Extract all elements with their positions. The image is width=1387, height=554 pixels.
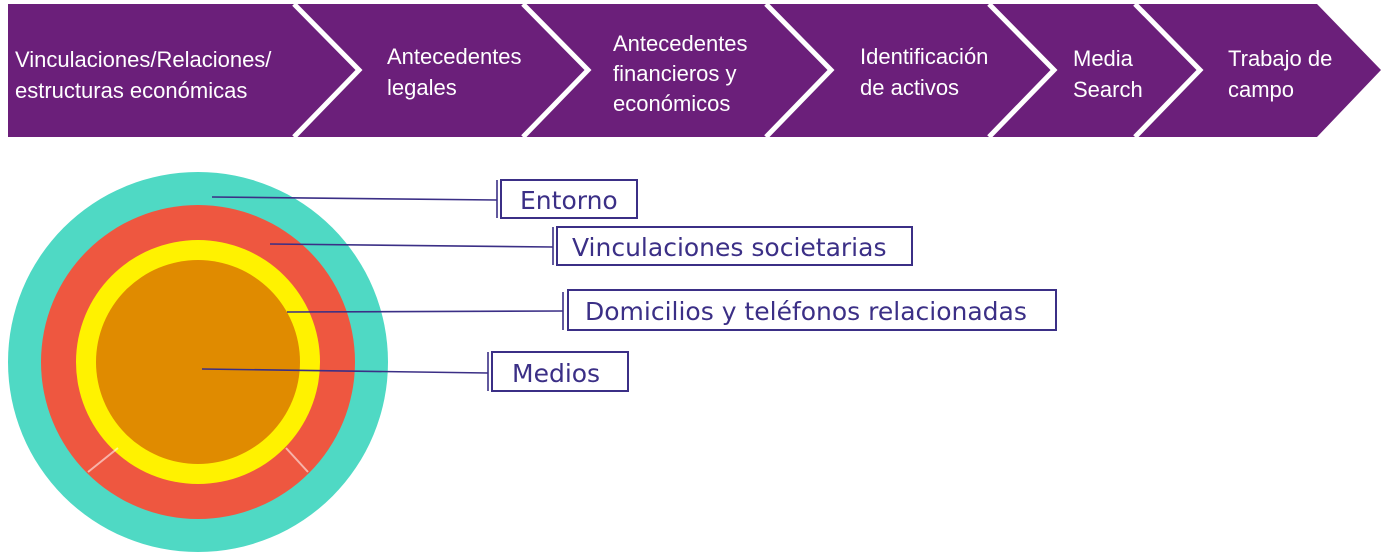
chevron-separator bbox=[292, 2, 363, 139]
ring-highlight-line bbox=[285, 447, 309, 473]
process-step-antecedentes-legales: Antecedentes legales bbox=[387, 44, 528, 100]
process-step-line: Trabajo de bbox=[1228, 46, 1332, 71]
ring-core-icon bbox=[96, 260, 300, 464]
process-step-line: financieros y bbox=[613, 61, 737, 86]
process-chevron-band: Vinculaciones/Relaciones/ estructuras ec… bbox=[8, 2, 1381, 139]
callout-leader-line bbox=[269, 243, 554, 248]
callout-box bbox=[491, 351, 629, 392]
chevron-separator bbox=[521, 2, 592, 139]
layer-label-medios: Medios bbox=[512, 359, 600, 388]
callout-box bbox=[556, 226, 913, 266]
process-step-line: Antecedentes bbox=[387, 44, 522, 69]
layer-label-entorno: Entorno bbox=[520, 186, 618, 215]
process-step-line: campo bbox=[1228, 77, 1294, 102]
process-step-trabajo-campo: Trabajo de campo bbox=[1228, 46, 1339, 102]
process-step-line: Antecedentes bbox=[613, 31, 748, 56]
layer-label-domicilios-telefonos: Domicilios y teléfonos relacionadas bbox=[585, 297, 1027, 326]
process-step-media-search: Media Search bbox=[1073, 46, 1143, 102]
callout-box bbox=[500, 179, 638, 219]
chevron-separator bbox=[1133, 2, 1204, 139]
process-step-line: legales bbox=[387, 75, 457, 100]
process-step-line: estructuras económicas bbox=[15, 78, 247, 103]
process-step-line: de activos bbox=[860, 75, 959, 100]
process-step-vinculaciones: Vinculaciones/Relaciones/ estructuras ec… bbox=[15, 47, 278, 103]
layer-callouts: Entorno Vinculaciones societarias Domici… bbox=[201, 179, 1057, 392]
process-step-identificacion-activos: Identificación de activos bbox=[860, 44, 995, 100]
process-step-line: económicos bbox=[613, 91, 730, 116]
concentric-layers bbox=[8, 172, 388, 552]
chevron-separator bbox=[987, 2, 1058, 139]
process-step-line: Search bbox=[1073, 77, 1143, 102]
process-step-antecedentes-financieros: Antecedentes financieros y económicos bbox=[613, 31, 754, 116]
chevron-separator bbox=[764, 2, 835, 139]
callout-leader-line bbox=[201, 368, 489, 374]
process-step-line: Identificación bbox=[860, 44, 988, 69]
process-step-line: Vinculaciones/Relaciones/ bbox=[15, 47, 272, 72]
callout-leader-line bbox=[286, 310, 564, 313]
layer-label-vinculaciones-societarias: Vinculaciones societarias bbox=[572, 233, 886, 262]
ring-highlight-line bbox=[87, 447, 119, 473]
process-band-background bbox=[8, 4, 1381, 137]
callout-box bbox=[567, 289, 1057, 331]
process-step-line: Media bbox=[1073, 46, 1134, 71]
callout-leader-line bbox=[211, 196, 498, 201]
